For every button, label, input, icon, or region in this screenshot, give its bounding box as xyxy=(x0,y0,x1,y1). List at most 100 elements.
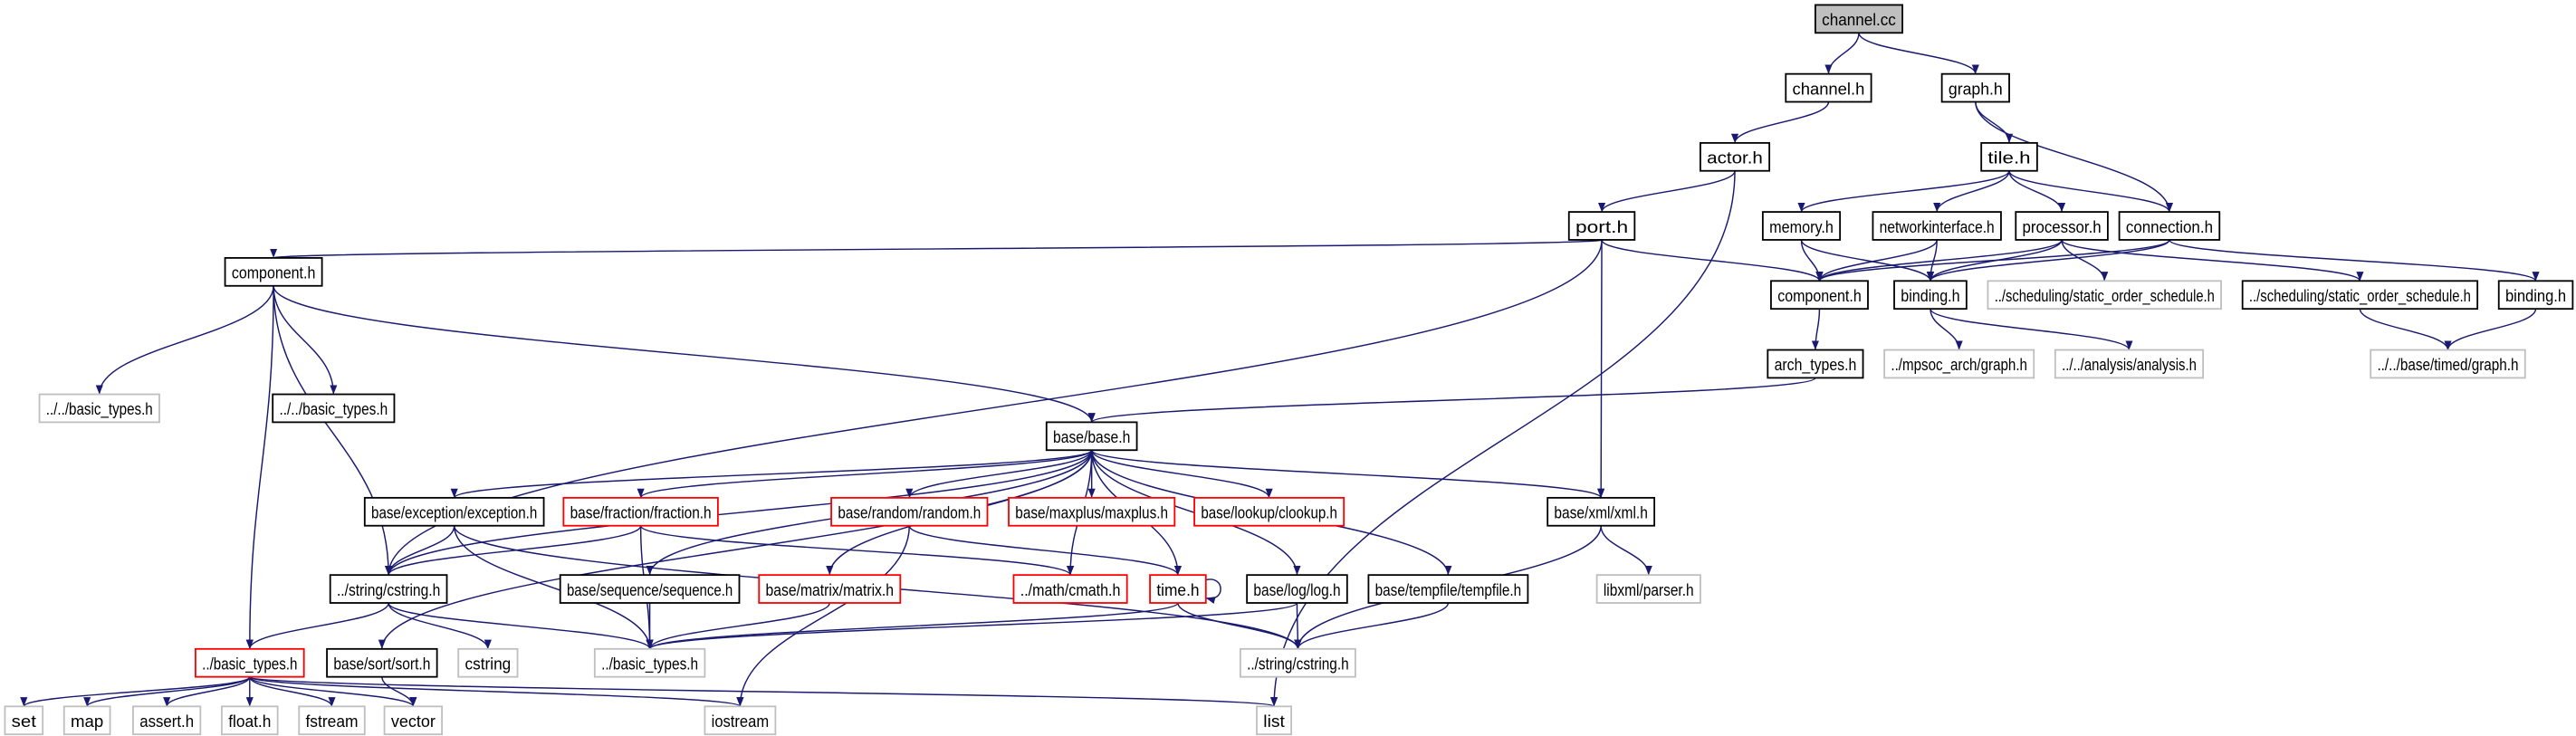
edge-tile_h-to-processor_h xyxy=(2008,170,2066,213)
graph-node-bt-gray1[interactable]: ../basic_types.h xyxy=(593,647,706,678)
node-label: ../../basic_types.h xyxy=(46,400,153,419)
graph-node-component-top[interactable]: component.h xyxy=(1770,280,1869,311)
graph-node-random-h[interactable]: base/random/random.h xyxy=(830,496,989,527)
graph-node-port-h[interactable]: port.h xyxy=(1567,211,1636,241)
node-box xyxy=(2118,211,2221,241)
graph-node-cstring-gray[interactable]: ../string/cstring.h xyxy=(1239,647,1356,678)
node-label: base/maxplus/maxplus.h xyxy=(1015,504,1168,522)
graph-node-fstream[interactable]: fstream xyxy=(298,705,366,736)
graph-node-bt-black2[interactable]: ../../basic_types.h xyxy=(272,393,396,424)
graph-node-xml-h[interactable]: base/xml/xml.h xyxy=(1547,496,1656,527)
edge-component_left-to-base_h xyxy=(273,285,1096,423)
graph-node-sched-gray[interactable]: ../scheduling/static_order_schedule.h xyxy=(1987,280,2222,311)
graph-node-list[interactable]: list xyxy=(1256,705,1293,736)
node-box xyxy=(1980,141,2038,172)
graph-node-connection-h[interactable]: connection.h xyxy=(2118,211,2221,241)
node-label: set xyxy=(12,712,36,731)
graph-node-tempfile-h[interactable]: base/tempfile/tempfile.h xyxy=(1367,574,1529,604)
node-label: time.h xyxy=(1156,581,1199,599)
node-box xyxy=(1149,574,1207,604)
graph-node-libxml-parser[interactable]: libxml/parser.h xyxy=(1595,574,1701,604)
graph-node-analysis-h[interactable]: ../../analysis/analysis.h xyxy=(2054,349,2205,379)
graph-node-base-h[interactable]: base/base.h xyxy=(1045,421,1138,452)
graph-node-mpsoc-graph[interactable]: ../mpsoc_arch/graph.h xyxy=(1883,349,2035,379)
edge-base_h-to-random_h xyxy=(905,449,1093,499)
graph-node-bt-red[interactable]: ../basic_types.h xyxy=(195,647,305,678)
edge-port_h-to-xml_h xyxy=(1597,239,1605,498)
graph-node-sched-black[interactable]: ../scheduling/static_order_schedule.h xyxy=(2241,280,2479,311)
edge-xml_h-to-libxml_parser xyxy=(1600,525,1652,576)
graph-node-bt-gray2[interactable]: ../../basic_types.h xyxy=(38,393,160,424)
node-box xyxy=(1767,349,1864,379)
node-label: fstream xyxy=(305,712,358,731)
node-label: libxml/parser.h xyxy=(1604,581,1694,599)
edge-component_left-to-bt_gray2 xyxy=(95,285,274,395)
graph-node-matrix-h[interactable]: base/matrix/matrix.h xyxy=(758,574,902,604)
graph-node-maxplus-h[interactable]: base/maxplus/maxplus.h xyxy=(1008,496,1176,527)
graph-node-cmath-h[interactable]: ../math/cmath.h xyxy=(1012,574,1128,604)
graph-node-binding2-h[interactable]: binding.h xyxy=(2497,280,2574,311)
graph-node-arch-types[interactable]: arch_types.h xyxy=(1767,349,1864,379)
node-box xyxy=(1893,280,1968,311)
graph-node-timed-graph[interactable]: ../../base/timed/graph.h xyxy=(2370,349,2526,379)
graph-node-sequence-h[interactable]: base/sequence/sequence.h xyxy=(559,574,741,604)
node-label: ../basic_types.h xyxy=(202,655,297,674)
node-box xyxy=(383,705,443,736)
edge-bt_red-to-vector xyxy=(249,675,417,708)
node-label: connection.h xyxy=(2126,218,2213,236)
edge-memory_h-to-binding_h xyxy=(1800,239,1934,282)
node-label: list xyxy=(1263,712,1285,731)
graph-node-float-h[interactable]: float.h xyxy=(221,705,279,736)
node-label: vector xyxy=(391,712,436,731)
graph-node-clookup-h[interactable]: base/lookup/clookup.h xyxy=(1193,496,1345,527)
graph-node-iostream[interactable]: iostream xyxy=(704,705,777,736)
graph-node-exception-h[interactable]: base/exception/exception.h xyxy=(363,496,545,527)
node-box xyxy=(1045,421,1138,452)
node-label: graph.h xyxy=(1949,80,2003,98)
node-box xyxy=(62,705,111,736)
edge-actor_h-to-list xyxy=(1270,170,1736,707)
node-label: base/log/log.h xyxy=(1253,581,1340,599)
edge-bt_red-to-list xyxy=(249,675,1278,708)
graph-node-assert-h[interactable]: assert.h xyxy=(132,705,202,736)
edge-sched_black-to-timed_graph xyxy=(2359,308,2452,350)
graph-node-sort-h[interactable]: base/sort/sort.h xyxy=(326,647,438,678)
graph-node-graph-h[interactable]: graph.h xyxy=(1940,72,2010,103)
edge-base_h-to-fraction_h xyxy=(637,449,1093,499)
graph-node-memory-h[interactable]: memory.h xyxy=(1761,211,1842,241)
node-box xyxy=(132,705,202,736)
edge-bt_red-to-iostream xyxy=(249,675,744,708)
graph-node-component-left[interactable]: component.h xyxy=(224,257,323,287)
nodes-layer: channel.cc channel.h graph.h actor.h tile.h p… xyxy=(4,4,2574,736)
node-label: cstring xyxy=(464,655,511,674)
node-box xyxy=(195,647,305,678)
node-label: assert.h xyxy=(139,712,194,731)
graph-node-binding-h[interactable]: binding.h xyxy=(1893,280,1968,311)
graph-node-processor-h[interactable]: processor.h xyxy=(2015,211,2109,241)
edge-bt_red-to-set xyxy=(20,675,251,708)
node-label: ../mpsoc_arch/graph.h xyxy=(1891,356,2027,375)
graph-node-channel-h[interactable]: channel.h xyxy=(1785,72,1872,103)
graph-node-cstring-black[interactable]: ../string/cstring.h xyxy=(329,574,448,604)
node-label: map xyxy=(71,712,103,731)
graph-node-tile-h[interactable]: tile.h xyxy=(1980,141,2038,172)
node-box xyxy=(2370,349,2526,379)
graph-node-map[interactable]: map xyxy=(62,705,111,736)
graph-node-channel-cc[interactable]: channel.cc xyxy=(1815,4,1903,34)
edge-binding_h-to-analysis_h xyxy=(1930,308,2133,350)
node-label: base/fraction/fraction.h xyxy=(570,504,712,522)
node-label: arch_types.h xyxy=(1775,356,1857,375)
graph-node-time-h[interactable]: time.h xyxy=(1149,574,1207,604)
node-box xyxy=(758,574,902,604)
graph-node-set[interactable]: set xyxy=(4,705,44,736)
graph-node-fraction-h[interactable]: base/fraction/fraction.h xyxy=(562,496,719,527)
node-box xyxy=(1987,280,2222,311)
graph-node-cstring-std[interactable]: cstring xyxy=(457,647,519,678)
graph-node-vector[interactable]: vector xyxy=(383,705,443,736)
node-box xyxy=(1940,72,2010,103)
graph-node-log-h[interactable]: base/log/log.h xyxy=(1246,574,1348,604)
graph-node-actor-h[interactable]: actor.h xyxy=(1700,141,1771,172)
node-box xyxy=(272,393,396,424)
edge-tile_h-to-memory_h xyxy=(1797,170,2010,213)
graph-node-netif-h[interactable]: networkinterface.h xyxy=(1872,211,2002,241)
